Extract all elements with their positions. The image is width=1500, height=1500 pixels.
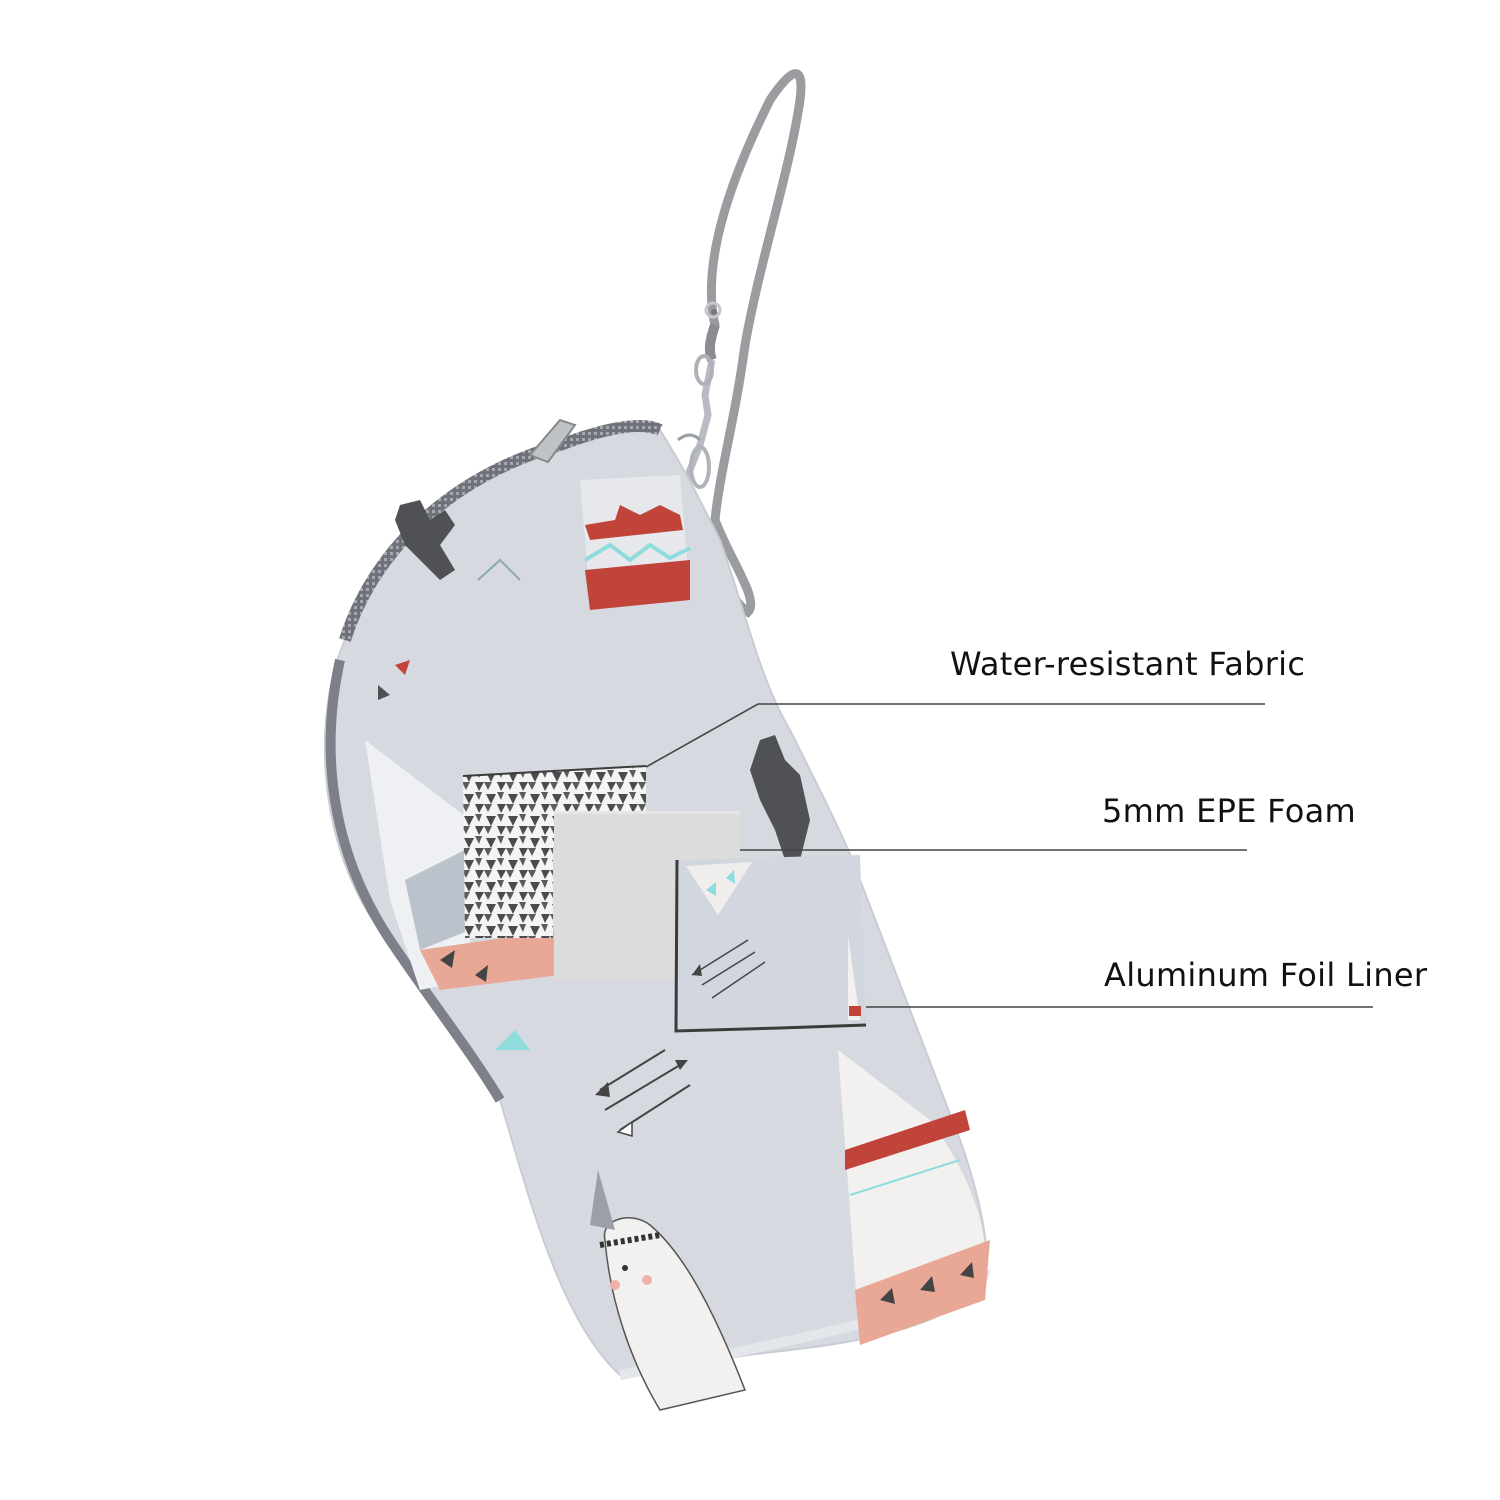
callout-label-foam: 5mm EPE Foam	[1102, 792, 1357, 830]
print-teepee-left	[365, 740, 560, 1050]
callout-lines	[645, 703, 1373, 1008]
fabric-swatch	[674, 855, 867, 1033]
print-teepee-top	[580, 475, 691, 610]
wrist-strap-icon	[700, 69, 806, 618]
triangle-marks	[378, 558, 521, 700]
foil-liner-swatch	[462, 765, 647, 938]
callout-label-fabric: Water-resistant Fabric	[950, 645, 1306, 683]
arrows-icon	[595, 1049, 691, 1137]
bear-icon	[590, 1170, 747, 1411]
print-teepee-right	[838, 1050, 990, 1345]
cactus-icon	[395, 500, 810, 860]
callout-line-fabric	[645, 703, 1265, 768]
callout-label-foil: Aluminum Foil Liner	[1104, 956, 1428, 994]
